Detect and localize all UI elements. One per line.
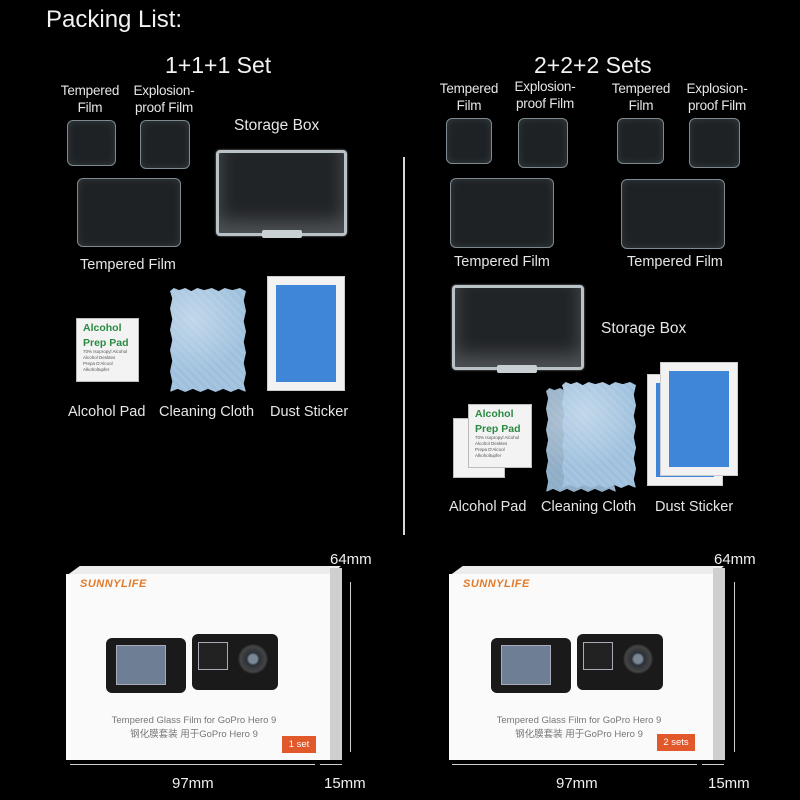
set2-explosion-film-small-a [518, 118, 568, 168]
set2-tempered-film-small-b [617, 118, 664, 164]
package1-camera-front-screen [198, 642, 228, 670]
set2-title: 2+2+2 Sets [534, 52, 652, 78]
alcohol-pad2-small-4: Alkoholtupfer [475, 453, 502, 458]
package1-width-line [70, 764, 315, 765]
set1-tempered-film-large [77, 178, 181, 247]
set2-tempered-film-small-a [446, 118, 492, 164]
package1-camera-back [106, 638, 186, 693]
package2-camera-front-screen [583, 642, 613, 670]
set2-tempered-film-large-label-b: Tempered Film [627, 254, 723, 270]
package2-camera-screen [501, 645, 551, 685]
set1-alcohol-pad-label: Alcohol Pad [68, 404, 146, 420]
package2-camera-back [491, 638, 571, 693]
alcohol-pad2-small-3: Prepa D'Alcool [475, 447, 505, 452]
package1-width-label: 97mm [172, 775, 214, 792]
set1-explosion-film-label: Explosion- proof Film [133, 83, 195, 115]
set2-alcohol-pad: Alcohol Prep Pad 70% Isopropyl Alcohol A… [468, 404, 532, 468]
package1: SUNNYLIFE Tempered Glass Film for GoPro … [66, 566, 346, 766]
set1-dust-sticker [267, 276, 345, 391]
set1-tempered-film-large-label: Tempered Film [80, 257, 176, 273]
package2-side [713, 568, 725, 760]
set1-title: 1+1+1 Set [165, 52, 272, 78]
package2-caption-en: Tempered Glass Film for GoPro Hero 9 [496, 715, 662, 726]
package2-camera-lens [623, 644, 653, 674]
package1-depth-line [320, 764, 342, 765]
package2-caption-cn: 钢化膜套装 用于GoPro Hero 9 [515, 729, 643, 740]
package1-caption-cn: 钢化膜套装 用于GoPro Hero 9 [130, 729, 258, 740]
package1-side [330, 568, 342, 760]
set1-storage-box [216, 150, 347, 236]
alcohol-pad2-title-1: Alcohol [475, 408, 514, 420]
set2-explosion-film-label-b: Explosion- proof Film [686, 81, 748, 113]
package1-brand-logo: SUNNYLIFE [80, 578, 147, 590]
package2-width-label: 97mm [556, 775, 598, 792]
set1-tempered-film-small [67, 120, 116, 166]
set2-tempered-film-label-a: Tempered Film [439, 81, 499, 113]
set2-tempered-film-large-b [621, 179, 725, 249]
package2: SUNNYLIFE Tempered Glass Film for GoPro … [449, 566, 729, 766]
package1-top [66, 566, 341, 576]
package1-height-label: 64mm [330, 551, 372, 568]
alcohol-pad-small-3: Prepa D'Alcool [83, 361, 113, 366]
package2-height-line [734, 582, 735, 752]
package2-depth-line [702, 764, 724, 765]
set1-alcohol-pad: Alcohol Prep Pad 70% Isopropyl Alcohol A… [76, 318, 139, 382]
set1-dust-sticker-label: Dust Sticker [270, 404, 349, 420]
package2-height-label: 64mm [714, 551, 756, 568]
set2-explosion-film-label-a: Explosion- proof Film [514, 79, 576, 111]
alcohol-pad-small-4: Alkoholtupfer [83, 367, 110, 372]
set1-cleaning-cloth [170, 288, 246, 392]
set1-storage-box-tab [262, 230, 302, 238]
alcohol-pad-small-2: Alcohol Desktes [83, 355, 116, 360]
alcohol-pad2-small-2: Alcohol Desktes [475, 441, 508, 446]
section-divider [403, 157, 405, 535]
set1-storage-box-label: Storage Box [234, 117, 320, 134]
package1-camera-screen [116, 645, 166, 685]
set1-tempered-film-label: Tempered Film [60, 83, 120, 115]
package1-depth-label: 15mm [324, 775, 366, 792]
page-title: Packing List: [46, 6, 183, 33]
alcohol-pad-title-1: Alcohol [83, 322, 122, 334]
package2-camera-front [577, 634, 663, 690]
package1-camera-front [192, 634, 278, 690]
set2-tempered-film-label-b: Tempered Film [611, 81, 671, 113]
package1-caption-en: Tempered Glass Film for GoPro Hero 9 [111, 715, 277, 726]
package2-badge: 2 sets [657, 734, 695, 751]
alcohol-pad2-title-2: Prep Pad [475, 423, 521, 435]
set2-explosion-film-small-b [689, 118, 740, 168]
set1-cleaning-cloth-label: Cleaning Cloth [159, 404, 255, 420]
package2-brand-logo: SUNNYLIFE [463, 578, 530, 590]
set2-alcohol-pad-label: Alcohol Pad [449, 499, 527, 515]
alcohol-pad-small-1: 70% Isopropyl Alcohol [83, 349, 128, 354]
set2-storage-box-tab [497, 365, 537, 373]
set2-tempered-film-large-a [450, 178, 554, 248]
package1-camera-lens [238, 644, 268, 674]
package2-width-line [452, 764, 697, 765]
set2-tempered-film-large-label-a: Tempered Film [454, 254, 550, 270]
set2-cleaning-cloth [562, 382, 636, 488]
package1-badge: 1 set [282, 736, 316, 753]
set2-storage-box [452, 285, 584, 370]
set2-cleaning-cloth-label: Cleaning Cloth [541, 499, 637, 515]
alcohol-pad-title-2: Prep Pad [83, 337, 129, 349]
set2-dust-sticker [660, 362, 738, 476]
set1-explosion-film-small [140, 120, 190, 169]
package2-top [449, 566, 724, 576]
package2-depth-label: 15mm [708, 775, 750, 792]
set2-storage-box-label: Storage Box [601, 320, 687, 337]
set2-dust-sticker-label: Dust Sticker [655, 499, 734, 515]
alcohol-pad2-small-1: 70% Isopropyl Alcohol [475, 435, 520, 440]
package1-height-line [350, 582, 351, 752]
